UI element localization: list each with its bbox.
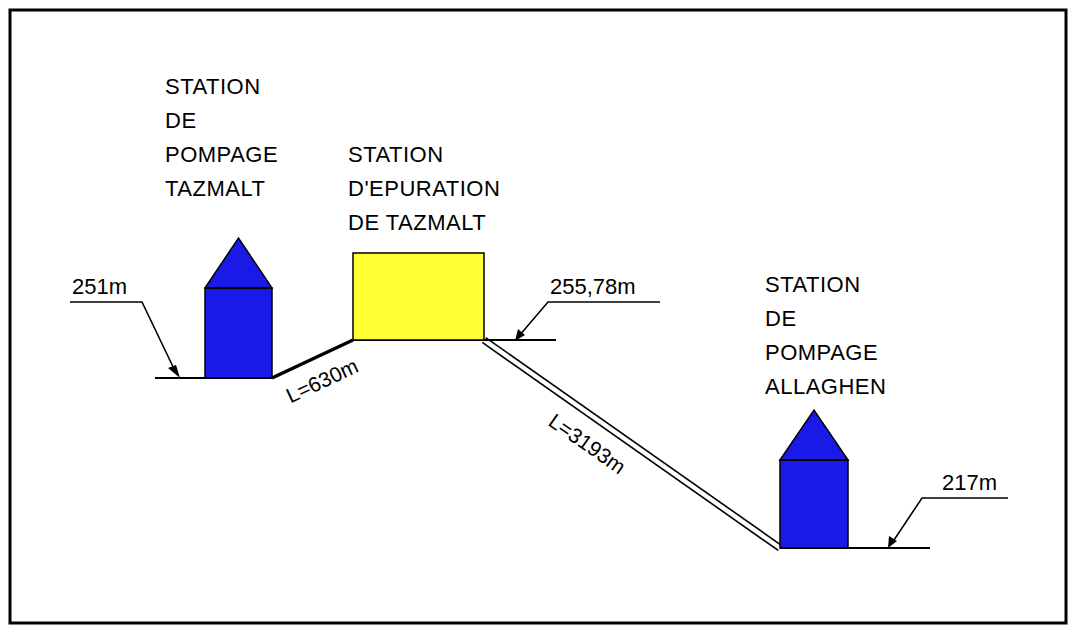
pipe-line (482, 342, 778, 550)
pipe-line (486, 338, 782, 546)
pipe-connector (482, 338, 781, 551)
shape-outline (780, 410, 848, 548)
roof-line (780, 459, 848, 461)
pumping-station: STATION DE POMPAGE TAZMALT (165, 70, 278, 206)
pumping-station: STATION DE POMPAGE ALLAGHEN (765, 268, 886, 404)
treatment-plant: STATION D'EPURATION DE TAZMALT (348, 138, 526, 240)
house-body (780, 460, 848, 548)
elevation-label: 217m (942, 470, 997, 496)
roof-line (205, 287, 272, 289)
station-name: STATION DE POMPAGE TAZMALT (165, 70, 278, 206)
house-roof (780, 410, 848, 460)
station-name: STATION D'EPURATION DE TAZMALT (348, 138, 526, 240)
shape-outline (205, 238, 272, 378)
shape-outline (353, 253, 484, 340)
pipe-length: L=630m (281, 353, 364, 409)
house-body (205, 288, 272, 378)
pipe-length: L=3193m (543, 408, 632, 481)
pump-house-shape (780, 410, 848, 548)
house-roof (205, 238, 272, 288)
plant-rect-shape (353, 253, 484, 340)
elevation-label: 255,78m (550, 274, 636, 300)
frame-border (10, 10, 1066, 623)
station-name: STATION DE POMPAGE ALLAGHEN (765, 268, 886, 404)
elevation-label: 251m (72, 274, 127, 300)
plant-body (353, 253, 484, 340)
pump-house-shape (205, 238, 272, 378)
